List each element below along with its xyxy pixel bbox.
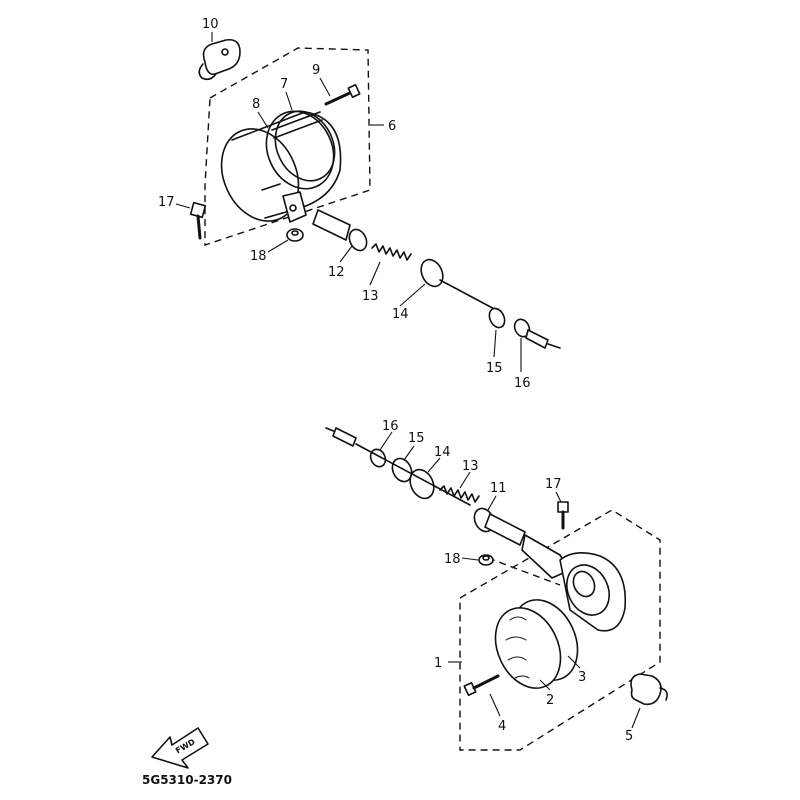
upper-turn-signal-assembly: 10 9 7 8 6 17 18 12 13 14 15 16 [158,17,561,391]
lower-mount-screw [557,501,569,530]
lower-bulb [630,673,668,706]
upper-lens-screw [324,83,361,106]
upper-lens-housing [220,110,342,222]
callout-18-lower: 18 [444,552,461,567]
lower-nut [478,554,494,566]
lower-washer [391,457,413,483]
callout-3-lower: 3 [578,670,586,685]
upper-connector [513,318,561,349]
callout-11-lower: 11 [490,481,507,496]
callout-15-upper: 15 [486,361,503,376]
callout-2-lower: 2 [546,693,554,708]
callout-12-upper: 12 [328,265,345,280]
callout-5-lower: 5 [625,729,633,744]
callout-16-upper: 16 [514,376,531,391]
lower-lens-screw [463,674,500,697]
upper-spring [371,243,412,261]
upper-stem [282,191,368,252]
upper-nut [286,228,304,242]
lower-lens [494,599,579,689]
lower-dashed-link [487,557,561,586]
callout-10-upper: 10 [202,17,219,32]
lower-wire [355,443,471,506]
lower-assembly-dashed-outline [459,509,661,751]
upper-grommet [420,258,444,288]
callout-8-upper: 8 [252,97,260,112]
callout-15-lower: 15 [408,431,425,446]
upper-wire [439,279,501,313]
callout-18-upper: 18 [250,249,267,264]
callout-1-lower: 1 [434,656,442,671]
callout-16-lower: 16 [382,419,399,434]
upper-washer [488,307,506,329]
callout-4-lower: 4 [498,719,506,734]
callout-17-lower: 17 [545,477,562,492]
callout-14-lower: 14 [434,445,451,460]
upper-mount-screw [189,201,207,240]
callout-14-upper: 14 [392,307,409,322]
lower-connector [325,427,387,468]
callout-13-lower: 13 [462,459,479,474]
callout-13-upper: 13 [362,289,379,304]
upper-assembly-dashed-outline [204,47,371,246]
front-direction-arrow: FWD [151,727,209,769]
callout-9-upper: 9 [312,63,320,78]
lower-spring [439,485,480,503]
lower-housing [559,552,627,632]
callout-17-upper: 17 [158,195,175,210]
lower-turn-signal-assembly: 16 15 14 13 11 17 18 1 2 3 4 5 [325,419,668,751]
lower-stem [473,507,571,579]
callout-6-upper: 6 [388,119,396,134]
diagram-code: 5G5310-2370 [142,773,232,787]
upper-bulb [198,38,241,81]
callout-7-upper: 7 [280,77,288,92]
